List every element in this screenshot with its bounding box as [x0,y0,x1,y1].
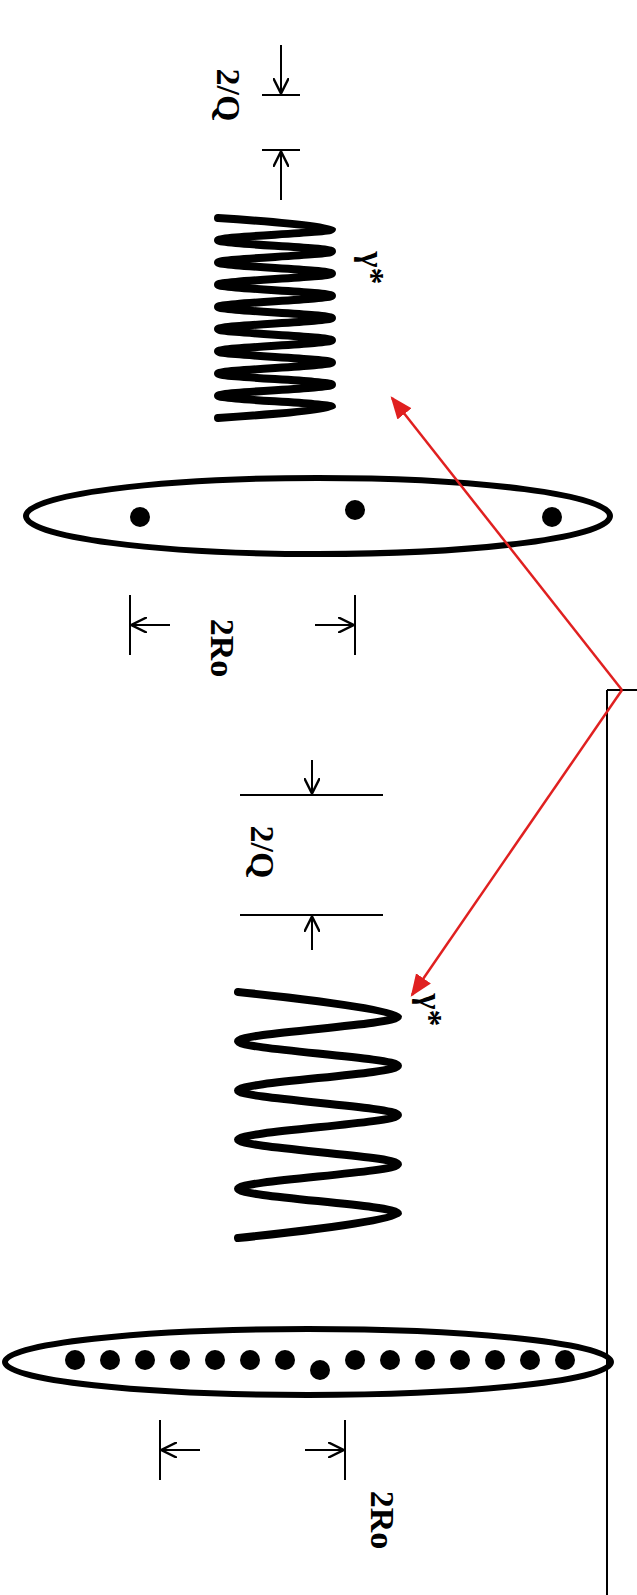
parton-dot [65,1350,85,1370]
photon-wave [238,992,398,1238]
photon-label: γ* [413,994,447,1027]
target-ellipse [26,478,610,554]
parton-dot [205,1350,225,1370]
callout-box-edge [607,690,637,1595]
parton-dot [450,1350,470,1370]
dimension-label: 2/Q [211,69,245,122]
parton-dot [415,1350,435,1370]
pointer-arrows [392,398,622,995]
parton-dot [135,1350,155,1370]
dimension-marks [130,595,355,655]
parton-dot [520,1350,540,1370]
parton-dot [240,1350,260,1370]
parton-dot [345,1350,365,1370]
dimension-marks [160,1420,345,1480]
parton-dot [275,1350,295,1370]
parton-dot [100,1350,120,1370]
parton-dot [170,1350,190,1370]
dimension-label: 2/Q [245,826,279,879]
dimension-label: 2Ro [365,1491,399,1550]
dimension-label: 2Ro [205,619,239,678]
parton-dot [380,1350,400,1370]
parton-dot [310,1360,330,1380]
photon-label: γ* [355,252,389,285]
photon-wave [218,218,332,418]
dimension-marks [262,45,300,200]
dimension-marks [240,760,383,950]
parton-dots [130,500,562,527]
parton-dot [485,1350,505,1370]
parton-dot [555,1350,575,1370]
parton-dots [65,1350,575,1380]
target-ellipse [5,1329,611,1395]
